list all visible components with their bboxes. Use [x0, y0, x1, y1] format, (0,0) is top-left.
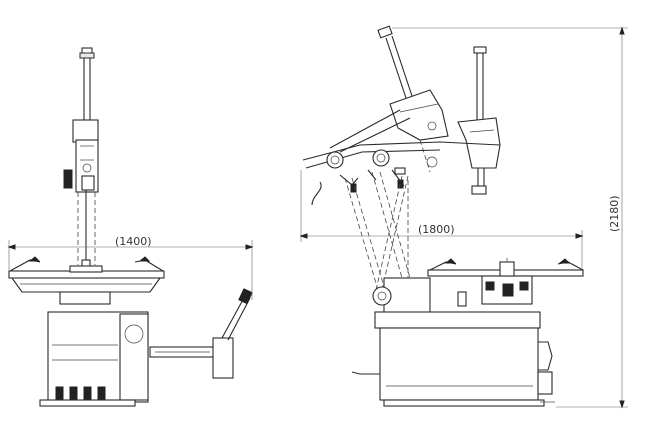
side-tool-dashes	[344, 171, 411, 291]
side-depth-dimension: (1800)	[299, 170, 584, 268]
pressure-gauge-2	[372, 149, 390, 167]
side-height-dimension: (2180)	[392, 26, 628, 409]
front-vertical-column	[63, 47, 99, 271]
side-view: (1800) (2180)	[299, 25, 628, 409]
depth-dimension-label: (1800)	[418, 223, 455, 236]
front-side-lever	[149, 288, 253, 379]
front-view: (1400)	[7, 47, 254, 407]
width-dimension-label: (1400)	[115, 235, 152, 248]
front-width-dimension: (1400)	[7, 235, 254, 300]
side-turntable	[427, 258, 584, 305]
side-arm-assembly	[302, 109, 501, 206]
side-upright-column	[457, 46, 501, 195]
height-dimension-label: (2180)	[608, 195, 621, 232]
front-cabinet	[39, 311, 149, 407]
pressure-gauge	[326, 151, 344, 169]
side-cabinet	[351, 277, 555, 407]
front-turntable	[8, 256, 165, 305]
pedal-group	[55, 386, 106, 400]
side-tilted-column	[377, 25, 449, 173]
